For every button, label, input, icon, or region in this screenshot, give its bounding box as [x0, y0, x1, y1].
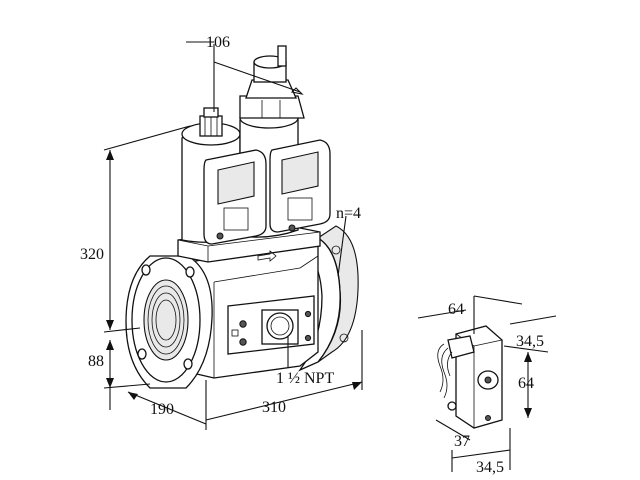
- connector-dim-37: 37: [454, 433, 470, 450]
- connector-plug: [447, 335, 475, 359]
- connector-dim-34-5-bottom: 34,5: [476, 459, 504, 476]
- dim-310: 310: [262, 399, 286, 416]
- bolt-count-label: n=4: [336, 205, 361, 222]
- right-actuator-head: [239, 95, 305, 119]
- dim-106: 106: [206, 34, 230, 51]
- thread-label: 1 ½ NPT: [276, 370, 334, 387]
- dim-190: 190: [150, 401, 174, 418]
- double-solenoid-valve: [125, 45, 359, 389]
- dim-88: 88: [88, 353, 104, 370]
- connector-dim-64-height: 64: [518, 375, 534, 392]
- connector-detail: [417, 295, 557, 472]
- dim-320: 320: [80, 246, 104, 263]
- main-dimension-lines: [103, 41, 363, 430]
- connector-dim-34-5-top: 34,5: [516, 333, 544, 350]
- connector-dim-64-width: 64: [448, 301, 464, 318]
